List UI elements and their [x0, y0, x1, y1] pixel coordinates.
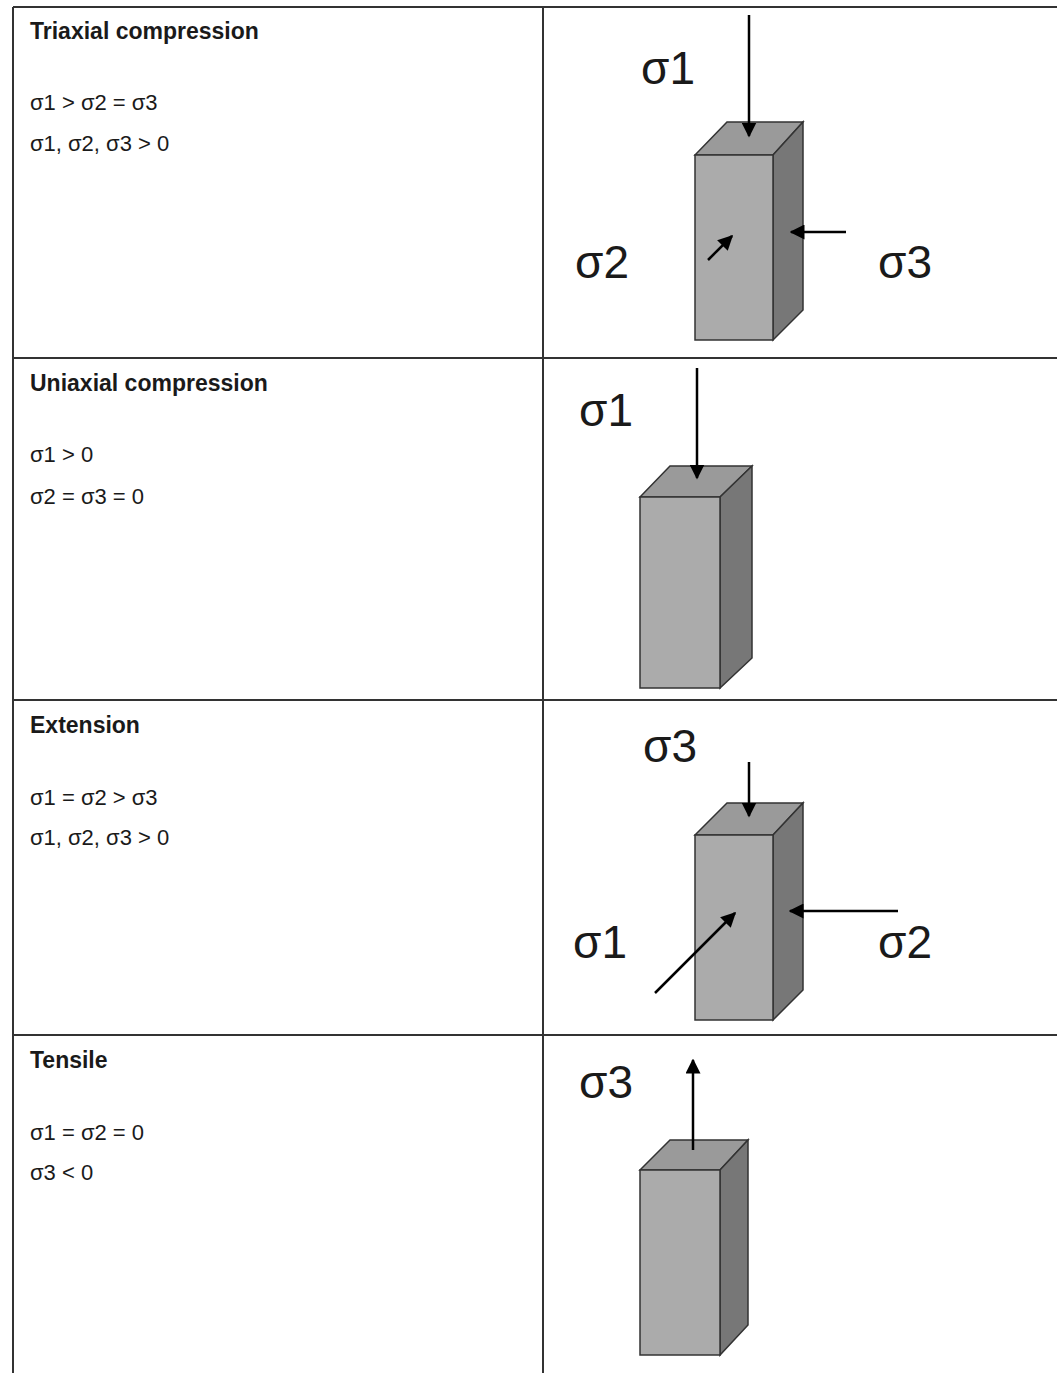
condition-text: σ1 > σ2 = σ3: [30, 90, 158, 115]
specimen-block: [640, 1140, 748, 1355]
specimen-block: [695, 803, 803, 1020]
stress-label: σ3: [878, 236, 932, 289]
condition-text: σ2 = σ3 = 0: [30, 484, 144, 509]
condition-text: σ1 = σ2 > σ3: [30, 785, 158, 810]
stress-label: σ3: [579, 1056, 633, 1109]
stress-label: σ2: [575, 236, 629, 289]
row-title: Uniaxial compression: [30, 370, 268, 396]
row-title: Extension: [30, 712, 140, 738]
stress-label: σ2: [878, 916, 932, 969]
condition-text: σ3 < 0: [30, 1160, 93, 1185]
condition-text: σ1 > 0: [30, 442, 93, 467]
stress-label: σ3: [643, 720, 697, 773]
row-title: Triaxial compression: [30, 18, 259, 44]
stress-label: σ1: [579, 384, 633, 437]
stress-label: σ1: [641, 42, 695, 95]
table-grid: [13, 7, 1057, 1373]
condition-text: σ1, σ2, σ3 > 0: [30, 131, 169, 156]
condition-text: σ1, σ2, σ3 > 0: [30, 825, 169, 850]
stress-label: σ1: [573, 916, 627, 969]
stress-arrow: [655, 15, 898, 1150]
row-title: Tensile: [30, 1047, 108, 1073]
condition-text: σ1 = σ2 = 0: [30, 1120, 144, 1145]
specimen-block: [695, 122, 803, 340]
specimen-block: [640, 466, 752, 688]
